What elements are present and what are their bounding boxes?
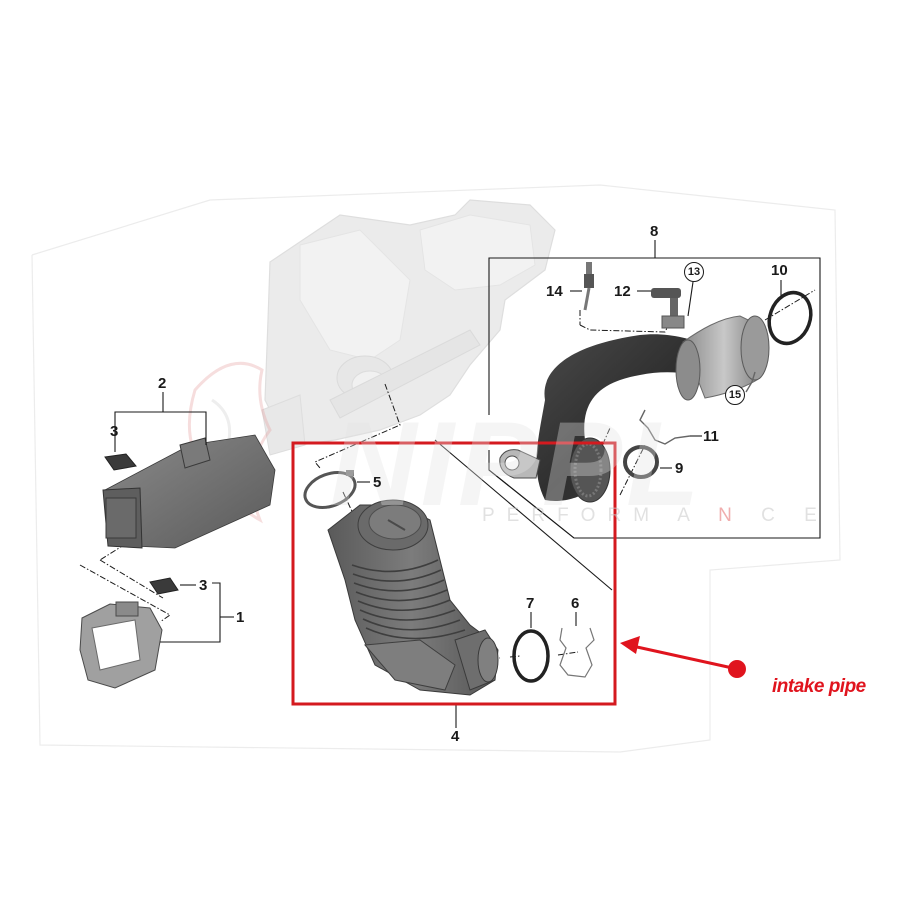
part-6-spring-clip [559,627,595,678]
part-label-12: 12 [614,283,631,300]
part-3-pad-upper [104,453,137,471]
part-11-wire [639,409,691,445]
part-label-3-lower: 3 [199,577,208,594]
part-label-15-circled: 15 [725,385,745,405]
callout-label-intake-pipe: intake pipe [772,676,866,697]
callout-arrow [620,636,746,678]
part-label-10: 10 [771,262,788,279]
part-2-connector-housing [102,434,276,549]
group-8-frame [434,240,821,591]
part-label-1: 1 [236,609,245,626]
part-4-intake-pipe [327,499,499,696]
part-15-clip [745,371,756,393]
part-label-6: 6 [571,595,580,612]
part-label-8: 8 [650,223,659,240]
part-label-9: 9 [675,460,684,477]
watermark-tagline-part: PERFOR [482,505,634,526]
part-label-2: 2 [158,375,167,392]
bracket-lines [114,280,782,728]
part-label-14: 14 [546,283,563,300]
part-label-11: 11 [703,428,719,445]
part-7-oring [512,629,550,683]
part-label-7: 7 [526,595,535,612]
part-10-oring [767,290,813,346]
part-3-pad-lower [149,577,179,595]
highlight-box [291,441,617,706]
part-label-3-upper: 3 [110,423,119,440]
part-5-clamp [303,470,357,509]
watermark-brand: NIPPL [330,397,704,531]
part-label-4: 4 [451,728,460,745]
watermark-tagline-part: M A [633,505,719,526]
watermark-tagline-red-letter: N [718,505,744,526]
part-1-frame [79,601,163,689]
watermark-tagline: PERFORM A N C E [482,505,829,527]
background-outline [31,184,841,753]
part-label-5: 5 [373,474,382,491]
part-9-oring [623,445,659,479]
part-8-hose-assembly [499,262,770,503]
part-label-13-circled: 13 [684,262,704,282]
watermark-tagline-part: C E [743,505,829,526]
airbox-housing-ghost [261,199,556,456]
